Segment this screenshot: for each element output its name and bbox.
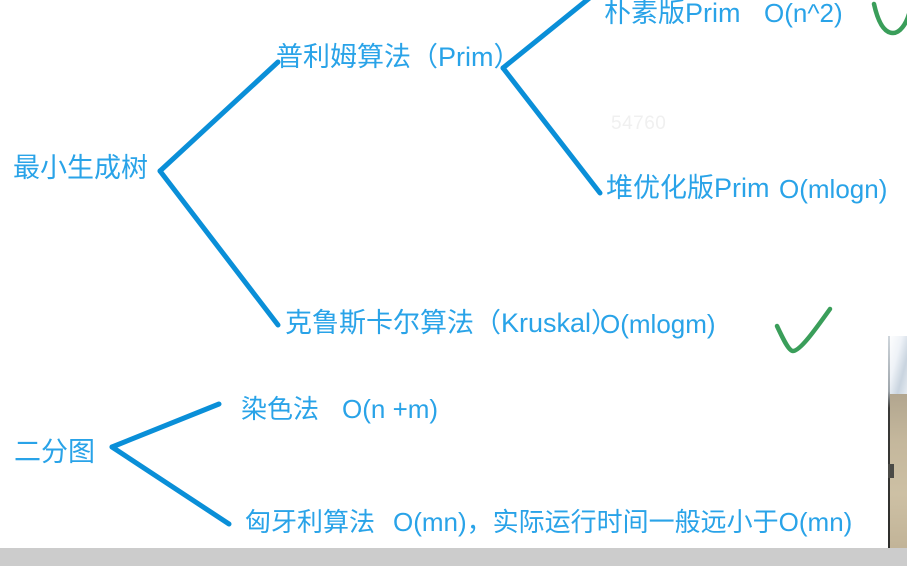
edge-mst-to-prim	[157, 59, 281, 174]
complexity-heap-prim: O(mlogn)	[779, 174, 888, 204]
webcam-video-sliver	[884, 336, 907, 548]
complexity-coloring: O(n +m)	[342, 394, 439, 424]
node-prim: 普利姆算法（Prim）	[276, 42, 521, 72]
webcam-frame-edge	[887, 336, 890, 548]
green-check-top-right-icon	[871, 1, 907, 36]
complexity-kruskal: O(mlogm)	[600, 309, 716, 339]
node-mst-root: 最小生成树	[13, 153, 148, 183]
node-bipartite-root: 二分图	[14, 437, 95, 467]
edge-prim-to-heap	[500, 65, 603, 196]
webcam-person	[888, 336, 907, 398]
node-kruskal: 克鲁斯卡尔算法（Kruskal）	[285, 308, 619, 338]
complexity-hungarian: O(mn)，实际运行时间一般远小于O(mn)	[393, 507, 853, 537]
edge-prim-to-naive	[500, 0, 592, 71]
webcam-left-margin	[884, 336, 888, 548]
bottom-bar	[0, 548, 907, 566]
green-check-kruskal-icon	[774, 306, 833, 354]
watermark-number: 54760	[611, 113, 667, 134]
node-naive-prim: 朴素版Prim	[604, 0, 741, 28]
edge-mst-to-kruskal	[157, 168, 281, 328]
complexity-naive-prim: O(n^2)	[764, 0, 843, 28]
webcam-background-wall	[889, 394, 907, 548]
node-heap-prim: 堆优化版Prim	[606, 173, 770, 203]
node-coloring: 染色法	[241, 394, 320, 424]
webcam-object	[888, 464, 894, 478]
edge-bipartite-to-coloring	[109, 401, 222, 450]
edge-bipartite-to-hungarian	[109, 444, 232, 527]
node-hungarian: 匈牙利算法	[245, 507, 376, 537]
